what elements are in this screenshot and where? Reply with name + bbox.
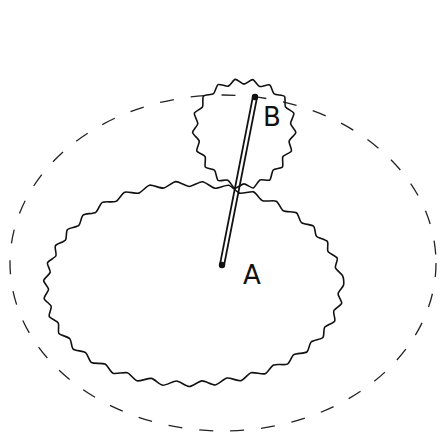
node-label: A	[243, 262, 261, 288]
rod-inner	[222, 97, 255, 265]
sketch-circle: A	[45, 185, 340, 385]
pivot-dot	[219, 262, 225, 268]
wavy-outline-path	[193, 79, 296, 188]
rod-connector	[219, 94, 258, 268]
rod-outer	[222, 97, 255, 265]
dashed-orbit	[10, 95, 436, 431]
pivot-dot	[252, 94, 258, 100]
wavy-outline-path	[44, 182, 344, 387]
sketch-circle: B	[195, 80, 293, 185]
wavy-outline	[195, 80, 293, 185]
wavy-outline	[45, 185, 340, 385]
node-label: B	[263, 104, 281, 130]
